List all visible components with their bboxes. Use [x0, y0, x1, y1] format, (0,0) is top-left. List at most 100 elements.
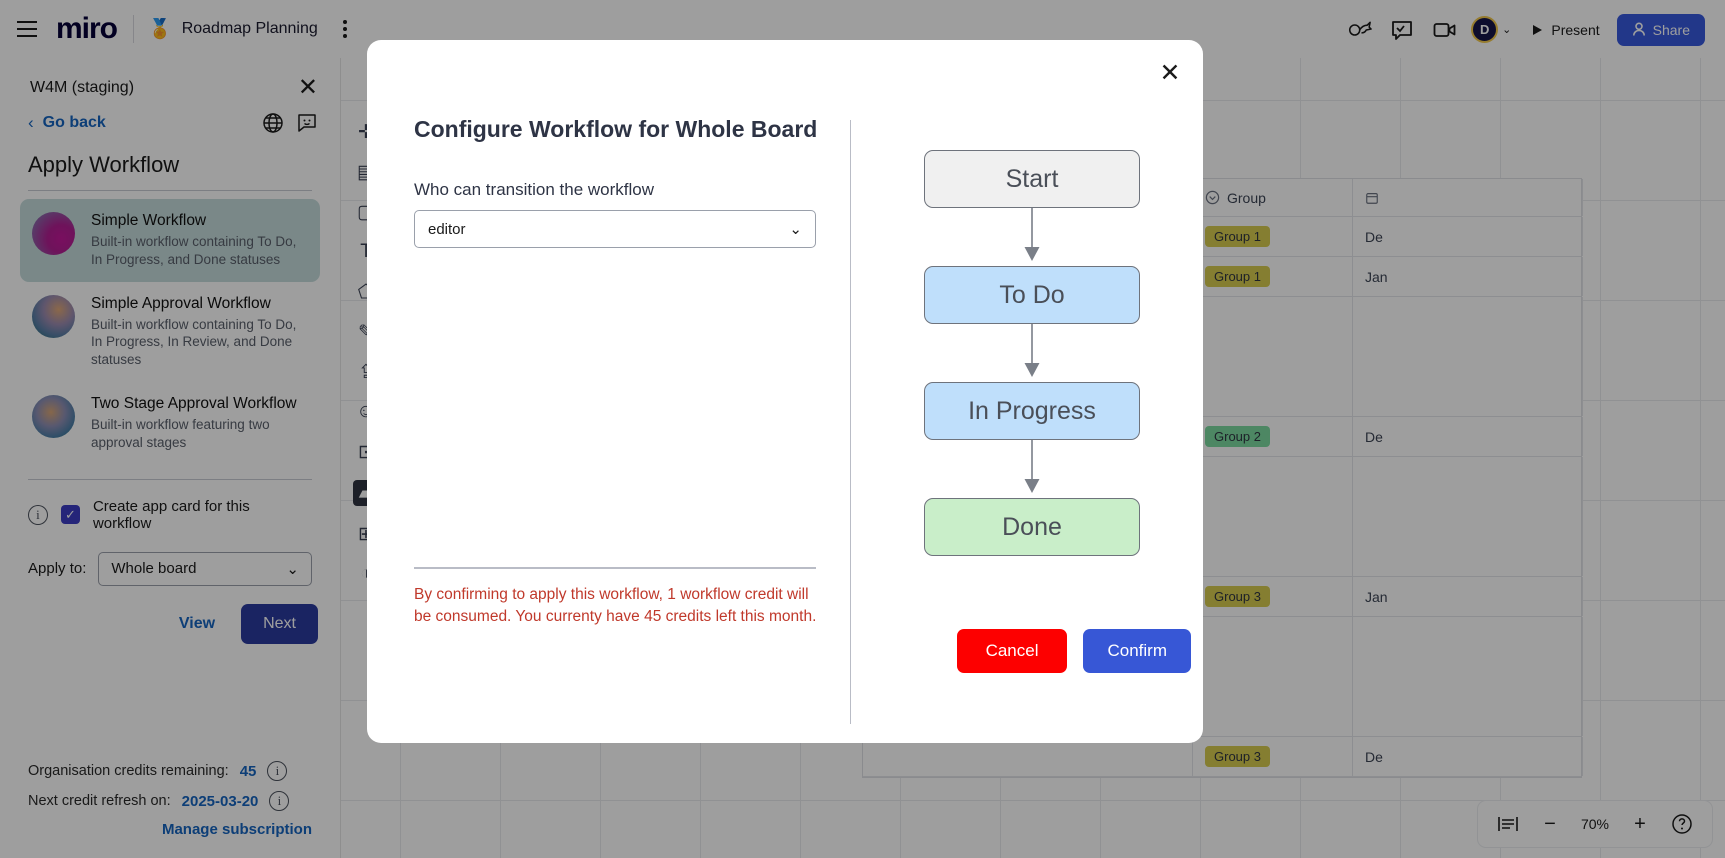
person-icon: [1632, 22, 1646, 37]
user-avatar-group[interactable]: D ⌄: [1467, 16, 1515, 43]
table-header-date: [1353, 179, 1583, 216]
modal-title: Configure Workflow for Whole Board: [414, 116, 818, 142]
media-tool-icon[interactable]: ◑: [360, 563, 372, 584]
cancel-button[interactable]: Cancel: [956, 629, 1068, 673]
status-badge: Group 3: [1205, 746, 1270, 767]
app-card-option-row: i ✓ Create app card for this workflow: [0, 480, 340, 536]
panel-nav-icons: [262, 112, 318, 134]
flow-node: To Do: [924, 266, 1140, 324]
panel-nav: ‹ Go back: [0, 104, 340, 138]
modal-form-column: Who can transition the workflow editor ⌄: [414, 180, 816, 248]
fit-to-screen-icon[interactable]: [1490, 806, 1526, 842]
board-title[interactable]: Roadmap Planning: [181, 20, 318, 37]
view-button[interactable]: View: [178, 614, 216, 632]
table-cell-date: Jan: [1353, 577, 1583, 616]
transition-role-select[interactable]: editor ⌄: [414, 210, 816, 248]
workflow-description: Built-in workflow containing To Do, In P…: [91, 234, 297, 267]
credits-label: Organisation credits remaining:: [28, 763, 229, 779]
apply-to-select[interactable]: Whole board ⌄: [98, 551, 312, 586]
go-back-label: Go back: [42, 114, 106, 131]
board-title-group[interactable]: 🏅 Roadmap Planning: [148, 17, 318, 41]
table-cell-date: De: [1353, 737, 1583, 776]
go-back-button[interactable]: ‹ Go back: [28, 113, 106, 133]
top-bar-left: miro 🏅 Roadmap Planning: [0, 0, 370, 58]
workflow-orb-icon: [32, 212, 75, 255]
workflow-name: Two Stage Approval Workflow: [91, 395, 297, 413]
modal-vertical-divider: [850, 120, 851, 724]
workflow-orb-icon: [32, 294, 75, 338]
present-button[interactable]: Present: [1519, 15, 1612, 45]
table-cell-date: De: [1353, 217, 1583, 256]
flow-arrow-icon: [887, 208, 1177, 266]
chevron-down-icon[interactable]: ⌄: [1502, 24, 1512, 36]
flow-node: Done: [924, 498, 1140, 556]
credits-value: 45: [239, 762, 257, 780]
zoom-out-button[interactable]: −: [1544, 812, 1556, 835]
close-icon[interactable]: ✕: [297, 74, 318, 101]
refresh-value: 2025-03-20: [181, 792, 259, 810]
help-icon[interactable]: [1664, 806, 1700, 842]
table-row[interactable]: Group 3 Jan: [863, 577, 1583, 617]
create-app-card-checkbox[interactable]: ✓: [60, 505, 80, 525]
zoom-in-button[interactable]: +: [1634, 812, 1646, 835]
calendar-icon: [1365, 191, 1379, 205]
miro-logo[interactable]: miro: [56, 12, 118, 45]
next-button[interactable]: Next: [241, 603, 318, 644]
status-badge: Group 3: [1205, 586, 1270, 607]
toolbar-divider: [133, 15, 135, 43]
comment-icon[interactable]: [1383, 13, 1421, 47]
table-cell-group: [1193, 457, 1353, 576]
credits-remaining-row: Organisation credits remaining: 45 i: [28, 761, 312, 781]
present-label: Present: [1551, 21, 1600, 38]
configure-workflow-modal: ✕ Configure Workflow for Whole Board Who…: [367, 40, 1203, 743]
share-button[interactable]: Share: [1616, 13, 1705, 46]
globe-icon[interactable]: [262, 112, 284, 134]
status-badge: Group 2: [1205, 426, 1270, 447]
manage-subscription-link[interactable]: Manage subscription: [161, 821, 312, 838]
refresh-label: Next credit refresh on:: [28, 793, 171, 809]
workflow-orb-icon: [32, 395, 75, 439]
video-call-icon[interactable]: [1425, 13, 1463, 47]
panel-header: W4M (staging) ✕: [0, 58, 340, 104]
more-options-icon[interactable]: [334, 14, 356, 44]
confirm-button[interactable]: Confirm: [1083, 629, 1191, 673]
table-cell-date: [1353, 297, 1583, 416]
table-row[interactable]: Group 3 De: [863, 737, 1583, 777]
chevron-down-icon: ⌄: [789, 221, 802, 238]
table-cell-name: [863, 737, 1193, 776]
modal-action-buttons: Cancel Confirm: [771, 629, 1191, 673]
avatar[interactable]: D: [1471, 16, 1499, 43]
info-icon[interactable]: i: [267, 761, 288, 781]
table-header-group-label: Group: [1227, 189, 1266, 206]
feedback-icon[interactable]: [296, 112, 318, 134]
table-cell-group: Group 1: [1193, 257, 1353, 296]
hamburger-icon[interactable]: [10, 12, 44, 46]
app-side-panel: W4M (staging) ✕ ‹ Go back Apply Workflow…: [0, 58, 341, 858]
info-icon[interactable]: i: [269, 791, 290, 811]
activity-icon[interactable]: [1341, 13, 1379, 47]
workflow-description: Built-in workflow containing To Do, In P…: [91, 316, 297, 368]
workflow-name: Simple Approval Workflow: [91, 294, 271, 312]
panel-divider: [28, 190, 312, 191]
apply-to-label: Apply to:: [28, 560, 87, 578]
close-icon[interactable]: ✕: [1159, 59, 1181, 87]
panel-footer: Organisation credits remaining: 45 i Nex…: [0, 761, 340, 858]
modal-divider: [414, 567, 816, 569]
text-tool-icon[interactable]: T: [360, 241, 372, 262]
info-icon[interactable]: i: [28, 504, 48, 525]
status-badge: Group 1: [1205, 226, 1270, 247]
zoom-level[interactable]: 70%: [1580, 816, 1610, 832]
flow-arrow-icon: [887, 324, 1177, 382]
zoom-toolbar: − 70% +: [1477, 800, 1713, 848]
apply-to-value: Whole board: [111, 560, 197, 578]
top-bar-right: D ⌄ Present Share: [1335, 10, 1711, 49]
